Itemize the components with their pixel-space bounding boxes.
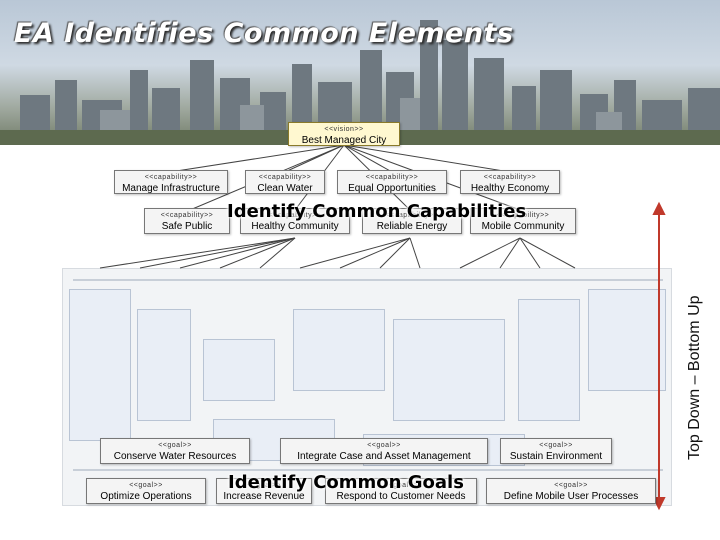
diagram-panel xyxy=(293,309,385,391)
stereotype-label: <<capability>> xyxy=(258,174,312,181)
skyline-banner: EA Identifies Common Elements xyxy=(0,0,720,145)
capability-box-healthy-community[interactable]: <<capability>> Healthy Community xyxy=(240,208,350,234)
stereotype-label: <<capability>> xyxy=(496,212,550,219)
background-model-diagram xyxy=(62,268,672,506)
goal-box-sustain-environment[interactable]: <<goal>> Sustain Environment xyxy=(500,438,612,464)
stereotype-label: <<goal>> xyxy=(247,482,281,489)
stereotype-label: <<goal>> xyxy=(539,442,573,449)
vision-name: Best Managed City xyxy=(301,135,387,146)
capability-box-manage-infrastructure[interactable]: <<capability>> Manage Infrastructure xyxy=(114,170,228,194)
capability-box-healthy-economy[interactable]: <<capability>> Healthy Economy xyxy=(460,170,560,194)
skyline-image xyxy=(0,20,720,145)
vision-box[interactable]: <<vision>> Best Managed City xyxy=(288,122,400,146)
goal-name: Integrate Case and Asset Management xyxy=(297,451,471,462)
capability-box-clean-water[interactable]: <<capability>> Clean Water xyxy=(245,170,325,194)
stereotype-label: <<capability>> xyxy=(365,174,419,181)
capability-name: Safe Public xyxy=(161,221,213,232)
diagram-panel xyxy=(203,339,275,401)
goal-name: Define Mobile User Processes xyxy=(503,491,639,502)
capability-name: Equal Opportunities xyxy=(348,183,436,194)
diagram-line xyxy=(73,279,663,281)
stereotype-label: <<goal>> xyxy=(554,482,588,489)
capability-name: Clean Water xyxy=(257,183,313,194)
goal-name: Sustain Environment xyxy=(509,451,603,462)
stereotype-label: <<goal>> xyxy=(129,482,163,489)
diagram-panel xyxy=(69,289,131,441)
callout-identify-capabilities: Identify Common Capabilities xyxy=(227,201,527,222)
capability-box-safe-public[interactable]: <<capability>> Safe Public xyxy=(144,208,230,234)
goal-name: Optimize Operations xyxy=(100,491,192,502)
goal-name: Conserve Water Resources xyxy=(113,451,237,462)
capability-box-reliable-energy[interactable]: <<capability>> Reliable Energy xyxy=(362,208,462,234)
stereotype-label: <<capability>> xyxy=(483,174,537,181)
goal-box-respond-to-customer-needs[interactable]: <<goal>> Respond to Customer Needs xyxy=(325,478,477,504)
capability-box-mobile-community[interactable]: <<capability>> Mobile Community xyxy=(470,208,576,234)
diagram-panel xyxy=(588,289,666,391)
goal-name: Respond to Customer Needs xyxy=(336,491,466,502)
diagram-panel xyxy=(393,319,505,421)
goal-box-increase-revenue[interactable]: <<goal>> Increase Revenue xyxy=(216,478,312,504)
stereotype-label: <<capability>> xyxy=(268,212,322,219)
stereotype-label: <<goal>> xyxy=(158,442,192,449)
stereotype-label: <<vision>> xyxy=(324,126,364,133)
callout-identify-goals: Identify Common Goals xyxy=(228,472,464,493)
capability-name: Healthy Community xyxy=(251,221,339,232)
stereotype-label: <<capability>> xyxy=(160,212,214,219)
goal-box-integrate-case-asset-management[interactable]: <<goal>> Integrate Case and Asset Manage… xyxy=(280,438,488,464)
stereotype-label: <<goal>> xyxy=(367,442,401,449)
goal-box-conserve-water-resources[interactable]: <<goal>> Conserve Water Resources xyxy=(100,438,250,464)
capability-name: Healthy Economy xyxy=(470,183,550,194)
diagram-panel xyxy=(137,309,191,421)
stereotype-label: <<capability>> xyxy=(144,174,198,181)
diagram-panel xyxy=(518,299,580,421)
slide-title: EA Identifies Common Elements xyxy=(14,18,514,49)
goal-box-optimize-operations[interactable]: <<goal>> Optimize Operations xyxy=(86,478,206,504)
goal-name: Increase Revenue xyxy=(223,491,305,502)
stereotype-label: <<goal>> xyxy=(384,482,418,489)
diagram-line xyxy=(73,469,663,471)
capability-box-equal-opportunities[interactable]: <<capability>> Equal Opportunities xyxy=(337,170,447,194)
capability-name: Reliable Energy xyxy=(376,221,448,232)
capability-name: Manage Infrastructure xyxy=(122,183,220,194)
stereotype-label: <<capability>> xyxy=(385,212,439,219)
goal-box-define-mobile-user-processes[interactable]: <<goal>> Define Mobile User Processes xyxy=(486,478,656,504)
capability-name: Mobile Community xyxy=(481,221,565,232)
top-down-bottom-up-label: Top Down – Bottom Up xyxy=(686,295,703,460)
